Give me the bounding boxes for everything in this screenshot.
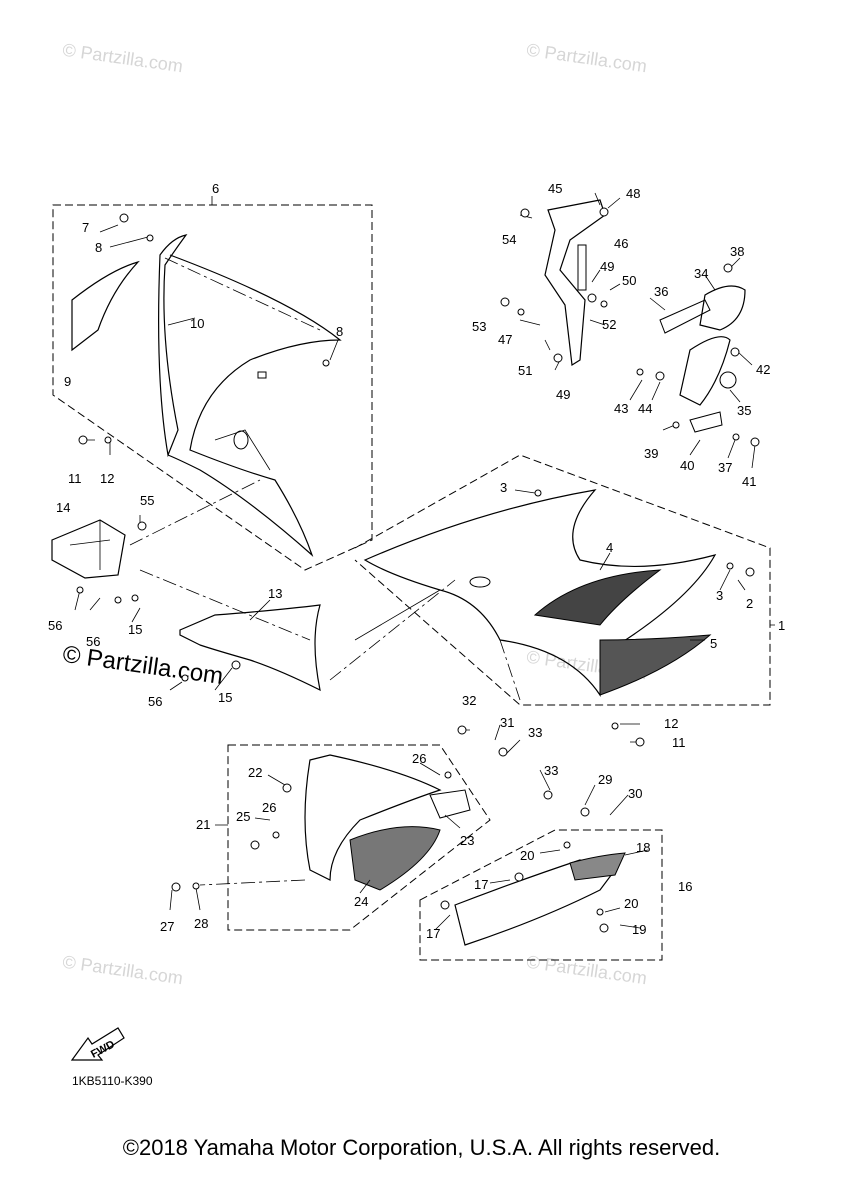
callout-33: 33 <box>528 725 542 740</box>
callout-17: 17 <box>474 877 488 892</box>
callout-24: 24 <box>354 894 368 909</box>
callout-46: 46 <box>614 236 628 251</box>
part-16-lower-panel <box>454 859 617 946</box>
callout-32: 32 <box>462 693 476 708</box>
callout-26: 26 <box>262 800 276 815</box>
callout-36: 36 <box>654 284 668 299</box>
callout-48: 48 <box>626 186 640 201</box>
callout-18: 18 <box>636 840 650 855</box>
callout-8: 8 <box>336 324 343 339</box>
part-46-rubber <box>577 244 587 291</box>
callout-26: 26 <box>412 751 426 766</box>
part-18-strip <box>569 852 626 881</box>
callout-13: 13 <box>268 586 282 601</box>
upper-cowling <box>167 254 342 557</box>
callout-12: 12 <box>664 716 678 731</box>
callout-45: 45 <box>548 181 562 196</box>
part-36-rubber <box>659 299 711 334</box>
callout-17: 17 <box>426 926 440 941</box>
callout-50: 50 <box>622 273 636 288</box>
callout-21: 21 <box>196 817 210 832</box>
part-9-panel <box>71 260 140 352</box>
callout-52: 52 <box>602 317 616 332</box>
part-23-bracket <box>429 789 471 819</box>
part-45-stay <box>544 199 606 367</box>
callout-16: 16 <box>678 879 692 894</box>
callout-5: 5 <box>710 636 717 651</box>
fwd-arrow <box>70 1027 125 1061</box>
part-40-bracket <box>689 411 723 433</box>
part-1-side-fairing <box>363 489 717 697</box>
callout-14: 14 <box>56 500 70 515</box>
part-10-windscreen <box>158 234 188 458</box>
callout-55: 55 <box>140 493 154 508</box>
callout-10: 10 <box>190 316 204 331</box>
callout-11: 11 <box>672 735 686 750</box>
part-13-inner-panel <box>179 604 321 692</box>
part-24-panel <box>349 826 441 891</box>
callout-15: 15 <box>128 622 142 637</box>
part-21-panel <box>304 754 442 881</box>
callout-22: 22 <box>248 765 262 780</box>
callout-23: 23 <box>460 833 474 848</box>
group-box-6 <box>52 204 373 571</box>
callout-25: 25 <box>236 809 250 824</box>
callout-49: 49 <box>600 259 614 274</box>
callout-3: 3 <box>716 588 723 603</box>
callout-54: 54 <box>502 232 516 247</box>
callout-12: 12 <box>100 471 114 486</box>
callout-15: 15 <box>218 690 232 705</box>
callout-34: 34 <box>694 266 708 281</box>
callout-7: 7 <box>82 220 89 235</box>
callout-35: 35 <box>737 403 751 418</box>
group-box-21 <box>227 744 491 931</box>
callout-33: 33 <box>544 763 558 778</box>
part-4-decal <box>533 569 662 626</box>
callout-28: 28 <box>194 916 208 931</box>
callout-3: 3 <box>500 480 507 495</box>
callout-39: 39 <box>644 446 658 461</box>
diagram-code: 1KB5110-K390 <box>72 1074 153 1088</box>
part-5-decal <box>599 634 712 696</box>
callout-53: 53 <box>472 319 486 334</box>
callout-20: 20 <box>520 848 534 863</box>
callout-19: 19 <box>632 922 646 937</box>
callout-51: 51 <box>518 363 532 378</box>
part-35-grommet <box>719 371 737 389</box>
copyright-notice: ©2018 Yamaha Motor Corporation, U.S.A. A… <box>122 1135 721 1160</box>
callout-11: 11 <box>68 471 82 486</box>
callout-56: 56 <box>48 618 62 633</box>
callout-29: 29 <box>598 772 612 787</box>
callout-42: 42 <box>756 362 770 377</box>
callout-43: 43 <box>614 401 628 416</box>
part-34-mirror-bracket <box>699 285 746 331</box>
fwd-label: FWD <box>89 1038 117 1060</box>
callout-2: 2 <box>746 596 753 611</box>
callout-6: 6 <box>212 181 219 196</box>
callout-41: 41 <box>742 474 756 489</box>
callout-20: 20 <box>624 896 638 911</box>
callout-49: 49 <box>556 387 570 402</box>
callout-56: 56 <box>148 694 162 709</box>
group-box-16 <box>419 829 663 961</box>
callout-4: 4 <box>606 540 613 555</box>
callout-30: 30 <box>628 786 642 801</box>
callout-56: 56 <box>86 634 100 649</box>
callout-38: 38 <box>730 244 744 259</box>
part-14-bracket <box>51 519 126 579</box>
mirror-body <box>679 336 731 406</box>
callout-9: 9 <box>64 374 71 389</box>
callout-8: 8 <box>95 240 102 255</box>
group-box-1 <box>354 454 771 706</box>
callout-1: 1 <box>778 618 785 633</box>
callout-27: 27 <box>160 919 174 934</box>
callout-31: 31 <box>500 715 514 730</box>
callout-40: 40 <box>680 458 694 473</box>
callout-37: 37 <box>718 460 732 475</box>
callout-47: 47 <box>498 332 512 347</box>
callout-44: 44 <box>638 401 652 416</box>
